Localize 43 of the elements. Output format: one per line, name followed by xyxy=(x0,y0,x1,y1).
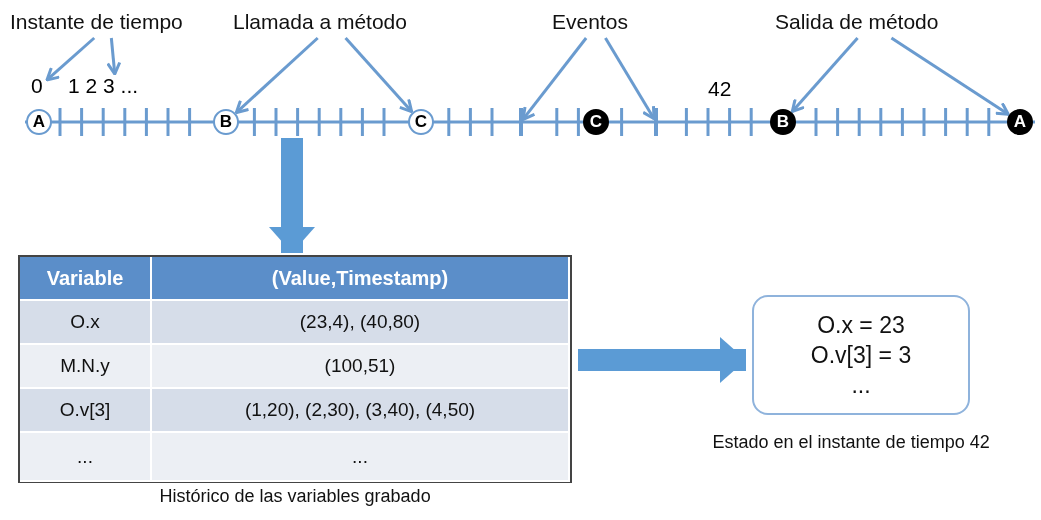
leader-line xyxy=(790,37,859,114)
table-cell: (100,51) xyxy=(151,344,569,388)
leader-line xyxy=(521,37,588,121)
annotation-text: Salida de método xyxy=(775,10,965,38)
table-cell: O.v[3] xyxy=(20,388,151,432)
leader-line xyxy=(604,37,656,121)
annotation-text: Llamada a método xyxy=(233,10,433,38)
table-cell: ... xyxy=(151,432,569,481)
table-cell: (23,4), (40,80) xyxy=(151,300,569,344)
leader-line xyxy=(45,36,96,82)
tick-mark xyxy=(654,108,658,136)
timeline-marker: A xyxy=(26,109,52,135)
annotation-text: Eventos xyxy=(552,10,642,38)
state-card xyxy=(752,295,970,415)
table-cell: M.N.y xyxy=(20,344,151,388)
timeline-marker: B xyxy=(213,109,239,135)
annotation-text: Instante de tiempo xyxy=(10,10,210,38)
node-label: Histórico de las variables grabado xyxy=(159,486,431,507)
leader-line xyxy=(234,36,319,115)
timeline-drawing xyxy=(25,108,1035,136)
table-cell: O.x xyxy=(20,300,151,344)
table-cell: (1,20), (2,30), (3,40), (4,50) xyxy=(151,388,569,432)
time-number: 42 xyxy=(708,77,732,101)
timeline-marker: C xyxy=(583,109,609,135)
header-cell: Variable xyxy=(20,257,151,300)
table-cell: ... xyxy=(20,432,151,481)
state-line: O.x = 23 xyxy=(817,311,905,340)
leader-line xyxy=(106,37,122,76)
node-label: Estado en el instante de tiempo 42 xyxy=(712,432,990,453)
timeline-marker: A xyxy=(1007,109,1033,135)
block-arrow xyxy=(578,337,746,383)
header-cell: (Value,Timestamp) xyxy=(151,257,569,300)
time-number: 0 xyxy=(31,74,47,100)
time-number: 1 2 3 ... xyxy=(68,74,164,100)
data-table xyxy=(18,255,572,483)
tick-mark xyxy=(519,108,523,136)
state-line: ... xyxy=(851,371,871,400)
state-line: O.v[3] = 3 xyxy=(810,341,912,370)
leader-line xyxy=(344,37,414,114)
block-arrow xyxy=(269,138,315,253)
timeline-marker: B xyxy=(770,109,796,135)
leader-line xyxy=(890,36,1010,116)
timeline-marker: C xyxy=(408,109,434,135)
